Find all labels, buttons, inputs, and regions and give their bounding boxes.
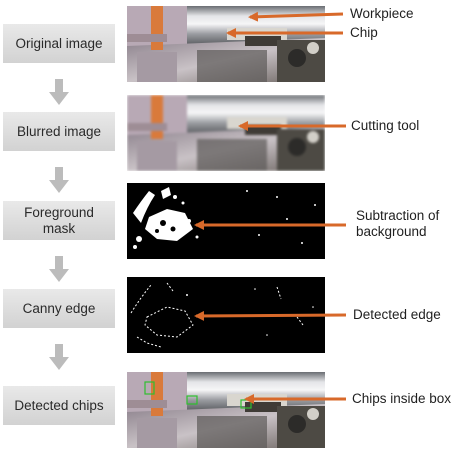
label-workpiece: Workpiece [350, 6, 414, 21]
down-arrow-icon [49, 344, 69, 370]
label-detected-edge: Detected edge [353, 307, 441, 322]
left-arrow-icon [248, 11, 344, 22]
left-arrow-icon [194, 310, 347, 321]
panel-detected-chips [127, 372, 325, 448]
down-arrow-icon [49, 256, 69, 282]
down-arrow-icon [49, 79, 69, 105]
step-original-image: Original image [3, 24, 115, 63]
label-cutting-tool: Cutting tool [351, 118, 420, 133]
detection-box [144, 381, 155, 395]
step-canny-edge: Canny edge [3, 289, 115, 328]
detection-box [186, 395, 198, 405]
down-arrow-icon [49, 167, 69, 193]
panel-foreground-mask [127, 183, 325, 259]
label-subtraction-of-background: Subtraction of background [356, 208, 440, 239]
label-chip: Chip [350, 25, 378, 40]
step-foreground-mask: Foreground mask [3, 201, 115, 240]
label-chips-inside-box: Chips inside box [352, 391, 452, 406]
step-blurred-image: Blurred image [3, 112, 115, 151]
step-detected-chips: Detected chips [3, 386, 115, 425]
